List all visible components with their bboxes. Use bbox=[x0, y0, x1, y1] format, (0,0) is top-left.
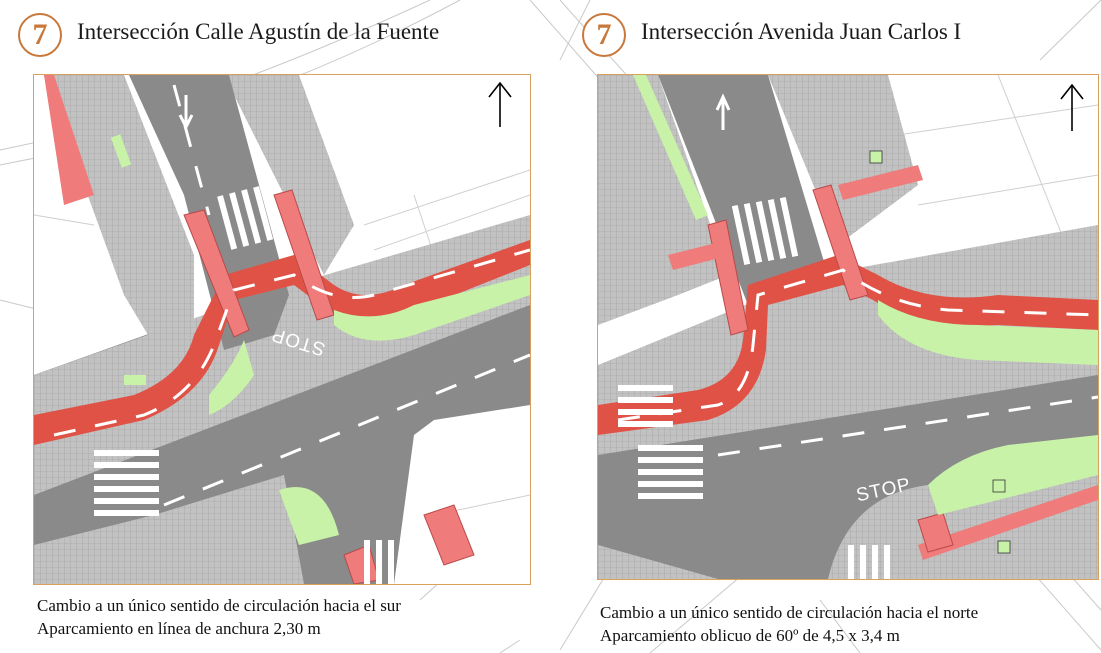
main-road bbox=[34, 305, 530, 584]
north-arrow-icon bbox=[488, 81, 512, 127]
crosswalk bbox=[217, 186, 274, 250]
left-plan-svg: STOP bbox=[34, 75, 530, 584]
left-plan-drawing: STOP bbox=[33, 74, 531, 585]
right-caption-line2: Aparcamiento oblicuo de 60º de 4,5 x 3,4… bbox=[600, 626, 900, 645]
main-road bbox=[598, 375, 1098, 579]
red-curb bbox=[838, 165, 923, 200]
bike-lane bbox=[34, 240, 530, 445]
crosswalk bbox=[848, 545, 890, 579]
right-panel-title: Intersección Avenida Juan Carlos I bbox=[641, 19, 962, 44]
north-arrow-icon bbox=[1060, 83, 1084, 131]
left-caption-line1: Cambio a un único sentido de circulación… bbox=[37, 596, 401, 615]
left-panel-title: Intersección Calle Agustín de la Fuente bbox=[77, 19, 440, 44]
north-road bbox=[658, 75, 828, 305]
crosswalk bbox=[618, 385, 673, 427]
lane-markings bbox=[617, 268, 1098, 457]
red-curb bbox=[44, 75, 94, 205]
crosswalk bbox=[638, 445, 703, 499]
right-plan-svg: STOP bbox=[598, 75, 1098, 579]
crosswalk bbox=[364, 540, 406, 584]
section-number-badge: 7 bbox=[582, 13, 626, 57]
red-curb bbox=[668, 240, 731, 270]
crosswalk bbox=[731, 197, 799, 265]
right-plan-drawing: STOP bbox=[597, 74, 1099, 580]
green-planter bbox=[997, 540, 1011, 554]
green-island bbox=[279, 487, 339, 545]
right-caption-line1: Cambio a un único sentido de circulación… bbox=[600, 603, 979, 622]
red-curb bbox=[183, 209, 250, 338]
green-planter bbox=[992, 479, 1006, 493]
red-curb bbox=[917, 512, 954, 553]
green-strip bbox=[334, 275, 530, 341]
green-planter bbox=[869, 150, 883, 164]
section-number-badge: 7 bbox=[18, 13, 62, 57]
lane-arrow bbox=[715, 93, 731, 130]
green-strip bbox=[633, 75, 708, 220]
green-island bbox=[928, 435, 1098, 515]
sidewalk-north-east bbox=[224, 75, 354, 275]
green-strip bbox=[209, 340, 254, 415]
lane-arrow bbox=[178, 95, 194, 131]
red-curb bbox=[423, 504, 475, 566]
green-planter bbox=[110, 134, 132, 168]
red-curb bbox=[812, 184, 869, 301]
red-curb bbox=[918, 485, 1098, 560]
green-planter bbox=[124, 375, 146, 385]
sidewalk-north-west bbox=[44, 75, 194, 345]
crosswalk bbox=[94, 450, 159, 516]
sidewalk-north-east bbox=[768, 75, 918, 245]
green-strip bbox=[878, 300, 1098, 365]
right-caption: Cambio a un único sentido de circulación… bbox=[600, 601, 978, 647]
left-caption: Cambio a un único sentido de circulación… bbox=[37, 594, 401, 640]
bike-lane bbox=[598, 255, 1098, 435]
left-caption-line2: Aparcamiento en línea de anchura 2,30 m bbox=[37, 619, 321, 638]
lane-markings bbox=[53, 84, 530, 507]
